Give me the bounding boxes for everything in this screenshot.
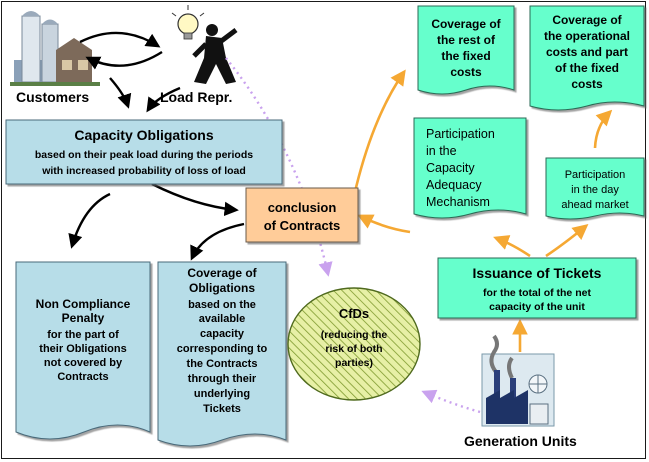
coverage-obligations-line-5: capacity [200,328,245,340]
coverage-obligations-line-8: through their [188,373,257,385]
coverage-operational-line-5: costs [571,77,603,91]
cfds-line-4: parties) [335,357,373,369]
conclusion-line-1: conclusion [268,200,337,215]
non-compliance-box: Non Compliance Penalty for the part of t… [15,261,151,440]
coverage-obligations-line-4: available [199,313,245,325]
issuance-box: Issuance of Tickets for the total of the… [437,257,637,319]
participation-dam-box: Participation in the day ahead market [545,157,645,220]
non-compliance-line-2: Penalty [62,311,105,325]
coverage-rest-box: Coverage of the rest of the fixed costs [417,5,515,95]
participation-dam-line-2: in the day [571,184,619,196]
coverage-obligations-line-3: based on the [188,299,256,311]
arrow-customers-to-obligations [109,77,132,109]
generation-units-label: Generation Units [464,433,577,449]
coverage-operational-line-1: Coverage of [552,13,622,27]
lightbulb-worker-icon [171,5,238,84]
participation-dam-line-3: ahead market [561,199,628,211]
dotted-arrows [225,57,481,414]
coverage-rest-line-3: the fixed [441,49,490,63]
arrow-issuance-to-dam [545,224,589,258]
non-compliance-line-3: for the part of [47,329,119,341]
coverage-obligations-line-10: Tickets [203,403,241,415]
coverage-obligations-line-1: Coverage of [187,266,257,280]
factory-icon [481,334,555,427]
cfds-line-2: (reducing the [321,329,388,341]
participation-cam-line-2: in the [426,144,457,158]
silo-farm-icon [10,11,100,86]
participation-cam-line-3: Capacity [426,161,475,175]
coverage-rest-line-4: costs [450,65,482,79]
arrow-issuance-to-cam [493,235,531,258]
coverage-operational-line-4: of the fixed [555,61,619,75]
arrow-to-operational [593,109,613,149]
cfds-title: CfDs [339,306,369,321]
orange-arrows [352,69,613,352]
arrow-conclusion-to-coverage [190,222,245,261]
arrow-obligations-to-penalty [68,192,111,249]
arrow-factory-to-cfds [421,389,481,414]
capacity-obligations-line-2: with increased probability of loss of lo… [41,165,246,177]
arrow-loadrepr-to-obligations [146,86,181,113]
coverage-obligations-box: Coverage of Obligations based on the ava… [157,261,287,447]
conclusion-line-2: of Contracts [264,218,341,233]
non-compliance-line-1: Non Compliance [36,297,131,311]
coverage-obligations-line-7: the Contracts [187,358,258,370]
participation-dam-line-1: Participation [565,169,626,181]
participation-cam-line-5: Mechanism [426,195,490,209]
issuance-title: Issuance of Tickets [473,265,602,281]
capacity-obligations-box: Capacity Obligations based on their peak… [5,119,283,185]
arrow-customers-to-loadrepr [79,31,161,48]
load-repr-label: Load Repr. [160,89,232,105]
participation-cam-box: Participation in the Capacity Adequacy M… [413,117,527,219]
participation-cam-line-1: Participation [426,127,495,141]
coverage-rest-line-1: Coverage of [431,17,501,31]
coverage-operational-line-2: the operational [544,29,630,43]
coverage-operational-line-3: costs and part [546,45,628,59]
non-compliance-line-5: not covered by [44,357,123,369]
coverage-obligations-line-9: underlying [194,388,250,400]
cfds-line-3: risk of both [325,343,382,355]
cfds-ellipse: CfDs (reducing the risk of both parties) [287,287,421,401]
issuance-line-2: capacity of the unit [489,301,585,313]
issuance-line-1: for the total of the net [483,287,591,299]
arrow-conclusion-to-rest-fixed [352,69,406,197]
coverage-obligations-line-6: corresponding to [177,343,268,355]
arrow-obligations-to-conclusion [151,182,239,217]
capacity-obligations-title: Capacity Obligations [74,127,213,143]
participation-cam-line-4: Adequacy [426,178,482,192]
arrow-cam-to-conclusion [357,214,411,234]
non-compliance-line-4: their Obligations [39,343,126,355]
conclusion-box: conclusion of Contracts [245,187,359,243]
coverage-obligations-line-2: Obligations [189,281,255,295]
arrow-loadrepr-to-customers [85,50,163,70]
coverage-operational-box: Coverage of the operational costs and pa… [529,5,645,111]
coverage-rest-line-2: the rest of [437,33,496,47]
non-compliance-line-6: Contracts [57,371,108,383]
black-arrows [68,31,245,261]
customers-label: Customers [16,89,89,105]
capacity-obligations-line-1: based on their peak load during the peri… [35,149,253,161]
